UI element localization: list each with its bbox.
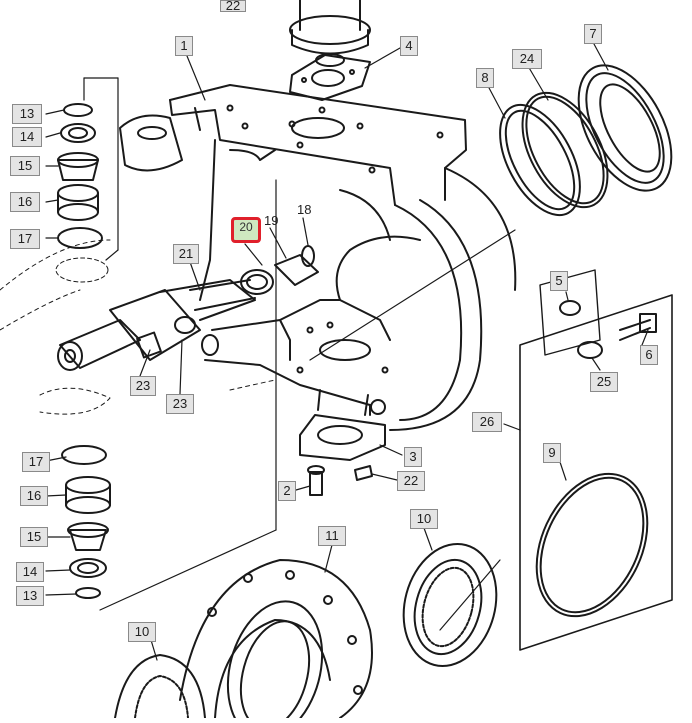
callout-18[interactable]: 18: [297, 202, 312, 217]
top-spindle: [289, 0, 371, 67]
callout-1[interactable]: 1: [175, 36, 193, 56]
callout-21[interactable]: 21: [173, 244, 199, 264]
wheel-hub: [179, 559, 373, 723]
callout-16-lower[interactable]: 16: [20, 486, 48, 506]
callout-19[interactable]: 19: [264, 213, 279, 228]
drive-shaft: [57, 245, 319, 371]
callout-6[interactable]: 6: [640, 345, 658, 365]
callout-14-upper[interactable]: 14: [12, 127, 42, 147]
callout-4[interactable]: 4: [400, 36, 418, 56]
callout-10-right[interactable]: 10: [410, 509, 438, 529]
callout-15-upper[interactable]: 15: [10, 156, 40, 176]
callout-22-top[interactable]: 22: [220, 0, 246, 12]
callout-17-lower[interactable]: 17: [22, 452, 50, 472]
callout-23-left[interactable]: 23: [130, 376, 156, 396]
hub-bearing-right: [402, 542, 501, 668]
callout-25[interactable]: 25: [590, 372, 618, 392]
bolts: [307, 465, 373, 496]
callout-7[interactable]: 7: [584, 24, 602, 44]
callout-5[interactable]: 5: [550, 271, 568, 291]
callout-23-right[interactable]: 23: [166, 394, 194, 414]
callout-16-upper[interactable]: 16: [10, 192, 40, 212]
callout-26[interactable]: 26: [472, 412, 502, 432]
callout-9[interactable]: 9: [543, 443, 561, 463]
steering-knuckle-housing: [119, 84, 517, 431]
inset-panel: [519, 269, 673, 651]
callout-13-upper[interactable]: 13: [12, 104, 42, 124]
lower-bearing-stack: [61, 445, 111, 599]
callout-20-highlighted[interactable]: 20: [231, 217, 261, 243]
callout-2[interactable]: 2: [278, 481, 296, 501]
callout-17-upper[interactable]: 17: [10, 229, 40, 249]
upper-bearing-stack: [55, 103, 109, 283]
callout-13-lower[interactable]: 13: [16, 586, 44, 606]
callout-3[interactable]: 3: [404, 447, 422, 467]
hub-bearing-left: [114, 654, 206, 719]
callout-15-lower[interactable]: 15: [20, 527, 48, 547]
leader-line-group: [83, 77, 277, 611]
bottom-flange: [299, 389, 386, 461]
callout-24[interactable]: 24: [512, 49, 542, 69]
callout-10-left[interactable]: 10: [128, 622, 156, 642]
top-flange: [289, 54, 371, 101]
callout-14-lower[interactable]: 14: [16, 562, 44, 582]
callout-leader-lines: [45, 43, 649, 661]
assembly-guide-lines: [0, 239, 276, 415]
callout-22-bottom[interactable]: 22: [397, 471, 425, 491]
seal-rings: [309, 64, 673, 361]
callout-8[interactable]: 8: [476, 68, 494, 88]
callout-11[interactable]: 11: [318, 526, 346, 546]
